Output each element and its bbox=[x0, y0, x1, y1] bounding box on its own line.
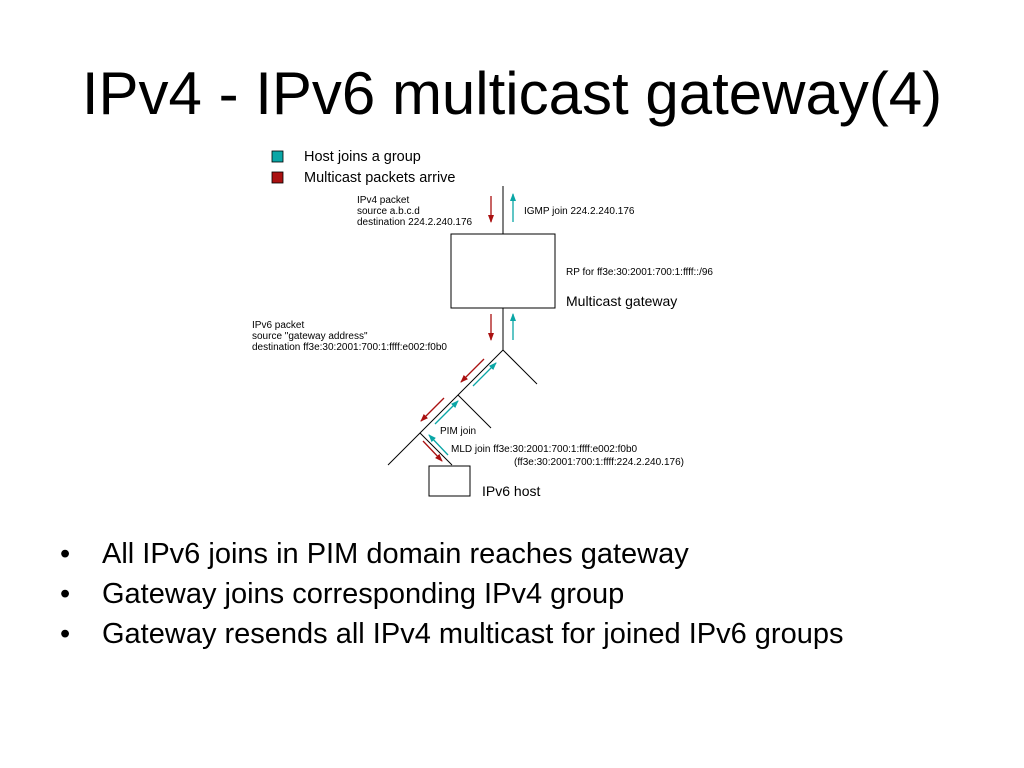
mld-join-label-line2: (ff3e:30:2001:700:1:ffff:224.2.240.176) bbox=[514, 457, 684, 468]
bullet-marker: • bbox=[60, 618, 71, 650]
pim-join-label: PIM join bbox=[440, 426, 476, 437]
legend-join-label: Host joins a group bbox=[304, 149, 421, 165]
ipv6-packet-source: source "gateway address" bbox=[252, 331, 368, 342]
bullet-item: • Gateway joins corresponding IPv4 group bbox=[58, 578, 958, 611]
pim-join-arrow-3 bbox=[434, 400, 459, 425]
pim-tree-trunk bbox=[387, 349, 504, 466]
slide-title: IPv4 - IPv6 multicast gateway(4) bbox=[81, 60, 943, 127]
bullet-text: All IPv6 joins in PIM domain reaches gat… bbox=[102, 538, 689, 570]
ipv6-packet-arrow-2 bbox=[460, 358, 485, 383]
rp-label: RP for ff3e:30:2001:700:1:ffff::/96 bbox=[566, 267, 713, 278]
gateway-box bbox=[450, 233, 556, 309]
ipv4-packet-destination: destination 224.2.240.176 bbox=[357, 217, 473, 228]
mld-join-label-line1: MLD join ff3e:30:2001:700:1:ffff:e002:f0… bbox=[451, 444, 638, 455]
pim-join-arrow-2 bbox=[472, 362, 497, 387]
pim-tree-branch-host bbox=[419, 432, 453, 466]
ipv4-packet-heading: IPv4 packet bbox=[357, 195, 409, 206]
pim-tree-branch-right bbox=[502, 349, 538, 385]
ipv6-host-box bbox=[428, 465, 471, 497]
ipv6-packet-arrow-3 bbox=[420, 397, 445, 422]
bullet-text: Gateway joins corresponding IPv4 group bbox=[102, 578, 625, 610]
ipv6-packet-arrow-4 bbox=[422, 440, 443, 462]
bullet-item: • Gateway resends all IPv4 multicast for… bbox=[58, 618, 958, 651]
bullet-item: • All IPv6 joins in PIM domain reaches g… bbox=[58, 538, 958, 571]
legend-join-swatch bbox=[271, 150, 284, 163]
ipv6-packet-heading: IPv6 packet bbox=[252, 320, 304, 331]
ipv4-packet-source: source a.b.c.d bbox=[357, 206, 420, 217]
legend-packet-swatch bbox=[271, 171, 284, 184]
bullet-marker: • bbox=[60, 578, 71, 610]
bullet-marker: • bbox=[60, 538, 71, 570]
ipv6-packet-destination: destination ff3e:30:2001:700:1:ffff:e002… bbox=[252, 342, 447, 353]
ipv6-host-label: IPv6 host bbox=[482, 483, 540, 499]
legend-packet-label: Multicast packets arrive bbox=[304, 170, 456, 186]
pim-tree-branch-middle bbox=[457, 394, 492, 429]
igmp-join-label: IGMP join 224.2.240.176 bbox=[524, 206, 635, 217]
gateway-label: Multicast gateway bbox=[566, 293, 677, 309]
multicast-gateway-diagram: Host joins a group Multicast packets arr… bbox=[252, 149, 713, 499]
mld-join-arrow bbox=[428, 434, 449, 456]
bullet-list: • All IPv6 joins in PIM domain reaches g… bbox=[58, 538, 958, 658]
bullet-text: Gateway resends all IPv4 multicast for j… bbox=[102, 618, 844, 650]
